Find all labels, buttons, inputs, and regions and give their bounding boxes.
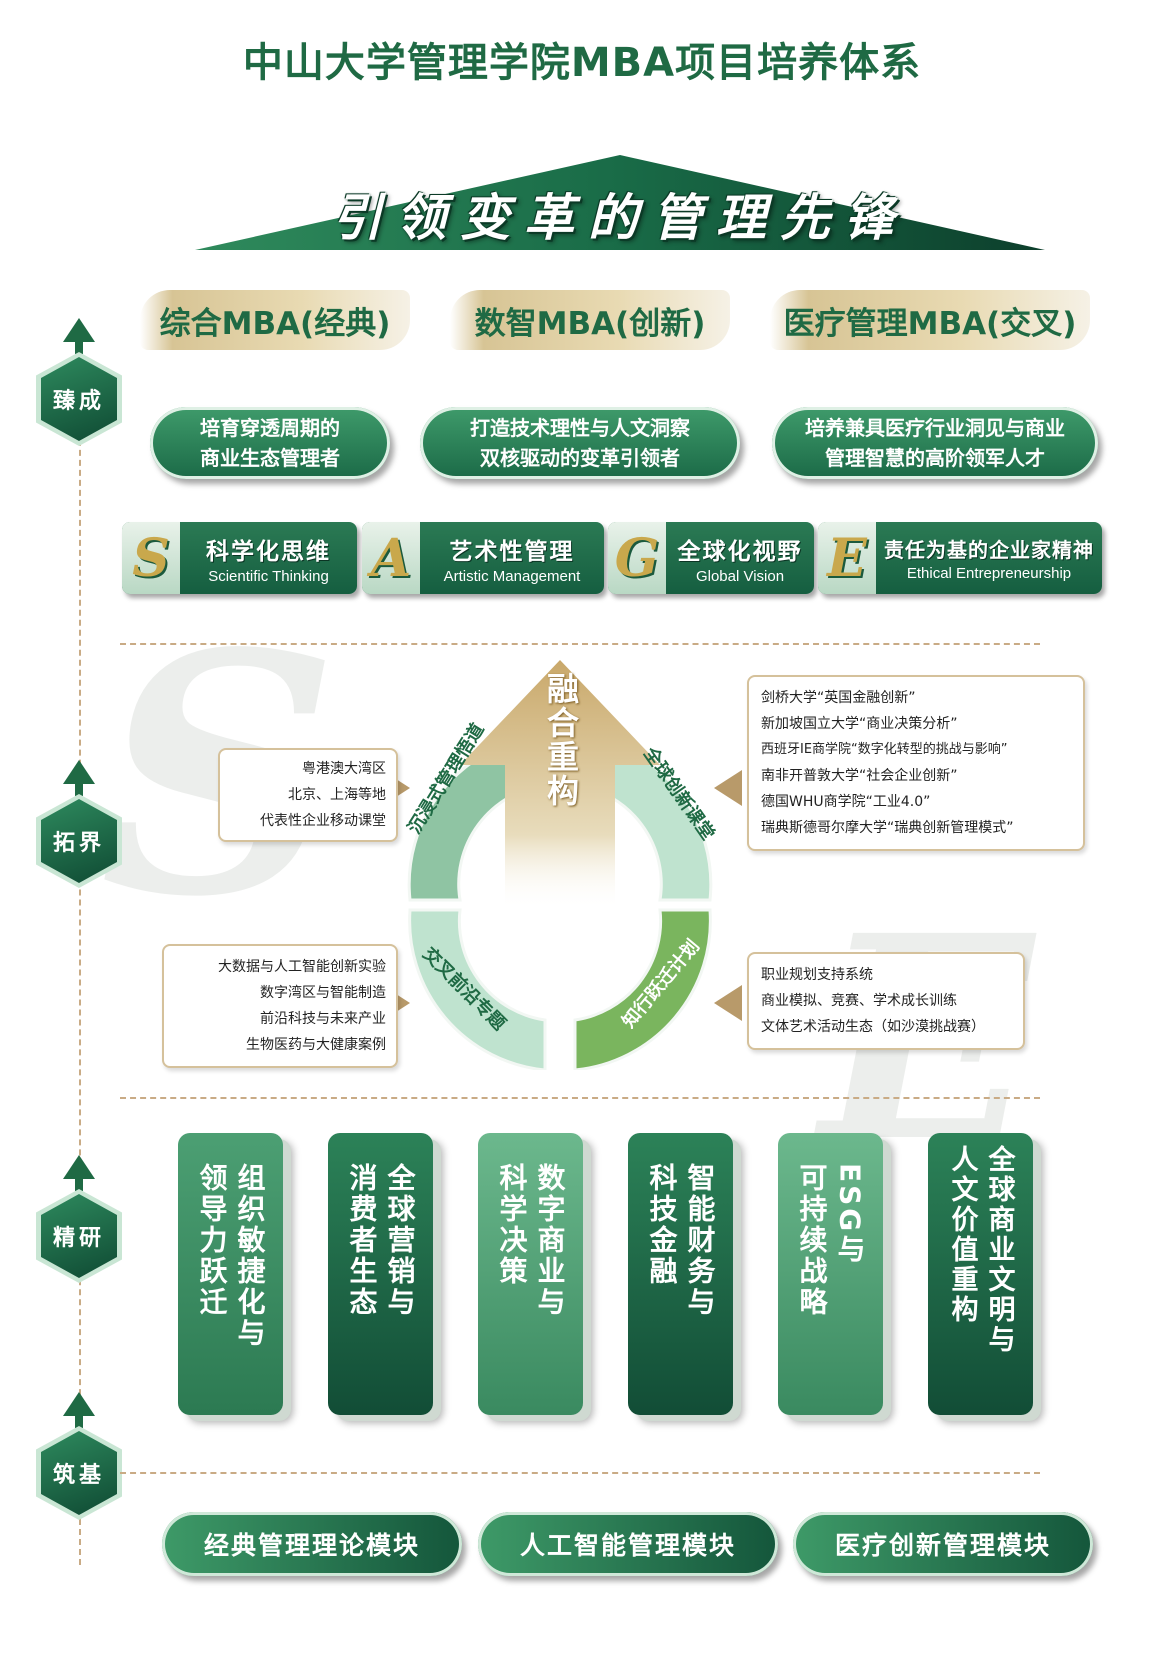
goal-digital: 打造技术理性与人文洞察双核驱动的变革引领者 — [420, 407, 740, 479]
box-line: 粤港澳大湾区 — [302, 761, 386, 777]
goal-line: 培养兼具医疗行业洞见与商业 — [805, 416, 1065, 440]
level-marker-tuojie: 拓界 — [36, 760, 122, 890]
letter-g-icon: G — [608, 522, 666, 594]
box-line: 数字湾区与智能制造 — [260, 985, 386, 1001]
research-column-marketing: 全球营销与 消费者生态 — [328, 1133, 433, 1415]
research-column-civilization: 全球商业文明与 人文价值重构 — [928, 1133, 1033, 1415]
sage-card-g: G 全球化视野 Global Vision — [608, 522, 814, 594]
sage-card-e: E 责任为基的企业家精神 Ethical Entrepreneurship — [818, 522, 1102, 594]
column-line: 科技金融 — [645, 1163, 679, 1287]
sage-cn: 艺术性管理 — [449, 538, 575, 565]
axis-line — [79, 330, 81, 1565]
level-marker-jingyan: 精研 — [36, 1155, 122, 1285]
box-line: 德国WHU商学院“工业4.0” — [761, 794, 931, 810]
program-header-digital: 数智MBA(创新) — [450, 290, 730, 350]
sage-card-a: A 艺术性管理 Artistic Management — [362, 522, 604, 594]
box-line: 大数据与人工智能创新实验 — [218, 959, 386, 975]
section-divider — [120, 1472, 1040, 1474]
box-global-classroom: 剑桥大学“英国金融创新” 新加坡国立大学“商业决策分析” 西班牙IE商学院“数字… — [747, 675, 1085, 851]
roof-banner — [195, 155, 1045, 250]
box-line: 生物医药与大健康案例 — [246, 1037, 386, 1053]
box-practice-plan: 职业规划支持系统 商业模拟、竞赛、学术成长训练 文体艺术活动生态（如沙漠挑战赛） — [747, 952, 1025, 1050]
research-column-org: 组织敏捷化与 领导力跃迁 — [178, 1133, 283, 1415]
goal-line: 打造技术理性与人文洞察 — [470, 416, 690, 440]
column-line: 智能财务与 — [683, 1163, 717, 1318]
level-label: 拓界 — [41, 799, 117, 883]
box-line: 代表性企业移动课堂 — [260, 813, 386, 829]
segment-practice — [573, 908, 712, 1070]
box-line: 前沿科技与未来产业 — [260, 1011, 386, 1027]
module-classic-theory: 经典管理理论模块 — [162, 1512, 462, 1576]
box-line: 剑桥大学“英国金融创新” — [761, 690, 916, 706]
pointer-arrow-icon — [714, 985, 742, 1021]
column-line: 全球营销与 — [383, 1163, 417, 1318]
column-line: 领导力跃迁 — [195, 1163, 229, 1318]
program-header-classic: 综合MBA(经典) — [140, 290, 410, 350]
column-line: 全球商业文明与 — [983, 1145, 1015, 1355]
letter-e-icon: E — [818, 522, 876, 594]
sage-cn: 全球化视野 — [677, 538, 803, 565]
column-line: 组织敏捷化与 — [233, 1163, 267, 1349]
box-line: 职业规划支持系统 — [761, 967, 873, 983]
box-line: 北京、上海等地 — [288, 787, 386, 803]
center-arrow-icon — [460, 660, 660, 910]
sage-en: Ethical Entrepreneurship — [906, 565, 1072, 582]
column-line: 数字商业与 — [533, 1163, 567, 1318]
letter-a-icon: A — [362, 522, 420, 594]
column-line: 科学决策 — [495, 1163, 529, 1287]
module-ai-management: 人工智能管理模块 — [478, 1512, 778, 1576]
research-column-finance: 智能财务与 科技金融 — [628, 1133, 733, 1415]
segment-frontier — [408, 908, 547, 1070]
cycle-diagram — [407, 660, 713, 1070]
goal-line: 双核驱动的变革引领者 — [480, 446, 680, 470]
up-arrow-icon — [63, 1155, 95, 1179]
box-mobile-classroom: 粤港澳大湾区 北京、上海等地 代表性企业移动课堂 — [218, 748, 398, 842]
sage-en: Scientific Thinking — [208, 567, 329, 585]
box-line: 南非开普敦大学“社会企业创新” — [761, 768, 958, 784]
goal-classic: 培育穿透周期的商业生态管理者 — [150, 407, 390, 479]
box-line: 瑞典斯德哥尔摩大学“瑞典创新管理模式” — [761, 820, 1014, 836]
module-medical-innovation: 医疗创新管理模块 — [793, 1512, 1093, 1576]
slogan: 引领变革的管理先锋 — [332, 188, 908, 247]
letter-s-icon: S — [122, 522, 180, 594]
box-frontier-topics: 大数据与人工智能创新实验 数字湾区与智能制造 前沿科技与未来产业 生物医药与大健… — [162, 944, 398, 1068]
sage-cn: 科学化思维 — [206, 538, 331, 565]
research-column-digital: 数字商业与 科学决策 — [478, 1133, 583, 1415]
column-line: ESG与 — [833, 1163, 867, 1266]
column-line: 消费者生态 — [345, 1163, 379, 1318]
column-line: 人文价值重构 — [946, 1145, 978, 1325]
pointer-arrow-icon — [714, 770, 742, 806]
sage-en: Artistic Management — [443, 567, 581, 585]
cycle-center-label: 融合重构 — [542, 672, 580, 808]
goal-medical: 培养兼具医疗行业洞见与商业管理智慧的高阶领军人才 — [772, 407, 1098, 479]
research-column-esg: ESG与 可持续战略 — [778, 1133, 883, 1415]
level-marker-zhencheng: 臻成 — [36, 318, 122, 448]
sage-en: Global Vision — [695, 567, 785, 585]
goal-line: 培育穿透周期的 — [200, 416, 340, 440]
box-line: 文体艺术活动生态（如沙漠挑战赛） — [761, 1019, 985, 1035]
section-divider — [120, 1097, 1040, 1099]
section-divider — [120, 643, 1040, 645]
sage-cn: 责任为基的企业家精神 — [884, 538, 1094, 562]
sage-card-s: S 科学化思维 Scientific Thinking — [122, 522, 357, 594]
box-line: 新加坡国立大学“商业决策分析” — [761, 716, 958, 732]
page-title: 中山大学管理学院MBA项目培养体系 — [242, 40, 922, 86]
level-marker-zhuji: 筑基 — [36, 1392, 122, 1522]
program-header-medical: 医疗管理MBA(交叉) — [770, 290, 1090, 350]
column-line: 可持续战略 — [795, 1163, 829, 1318]
box-line: 西班牙IE商学院“数字化转型的挑战与影响” — [761, 742, 1008, 757]
up-arrow-icon — [63, 318, 95, 342]
up-arrow-icon — [63, 1392, 95, 1416]
goal-line: 管理智慧的高阶领军人才 — [825, 446, 1045, 470]
goal-line: 商业生态管理者 — [200, 446, 340, 470]
box-line: 商业模拟、竞赛、学术成长训练 — [761, 993, 957, 1009]
up-arrow-icon — [63, 760, 95, 784]
